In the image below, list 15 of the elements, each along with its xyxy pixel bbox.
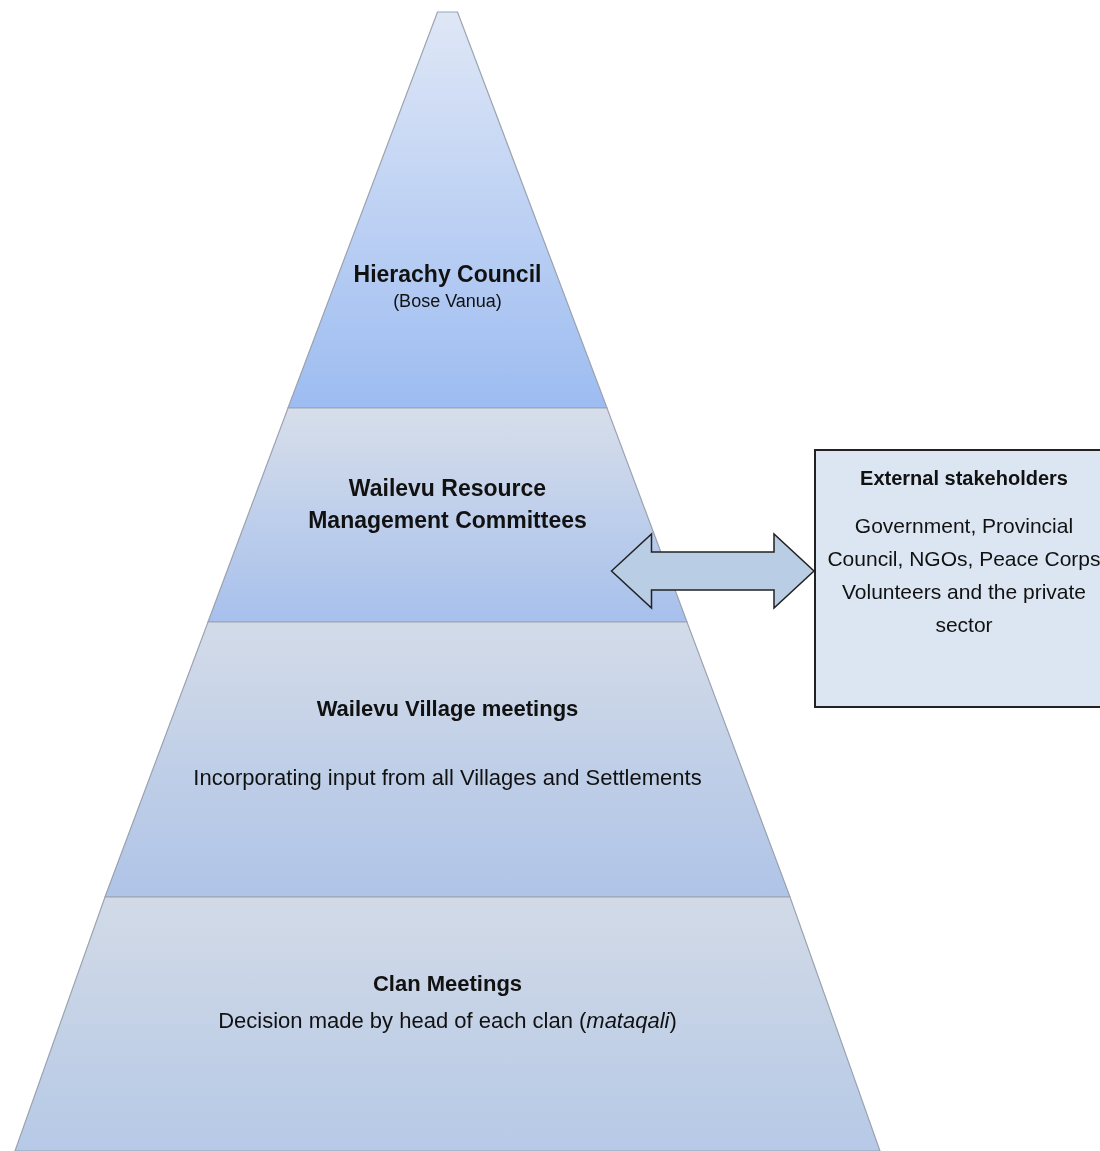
- double-arrow: [610, 532, 816, 610]
- box-heading: External stakeholders: [859, 466, 1069, 491]
- tier-description: (Bose Vanua): [392, 290, 503, 314]
- tier-heading: Wailevu Resource Management Committees: [307, 474, 588, 536]
- tier-description: Incorporating input from all Villages and Settlements: [192, 763, 703, 792]
- tier-heading: Hierachy Council: [352, 260, 543, 289]
- stakeholder-box: [814, 449, 1100, 708]
- tier-heading: Wailevu Village meetings: [315, 695, 580, 723]
- pyramid-tier: [15, 897, 880, 1151]
- pyramid-tier: [105, 622, 790, 897]
- tier-description: Decision made by head of each clan (mataqali): [217, 1006, 678, 1035]
- tier-heading: Clan Meetings: [371, 970, 524, 998]
- pyramid-tier: [288, 12, 607, 408]
- pyramid-tier: [208, 408, 687, 622]
- box-description: Government, Provincial Council, NGOs, Peace Corps Volunteers and the private sector: [826, 513, 1100, 638]
